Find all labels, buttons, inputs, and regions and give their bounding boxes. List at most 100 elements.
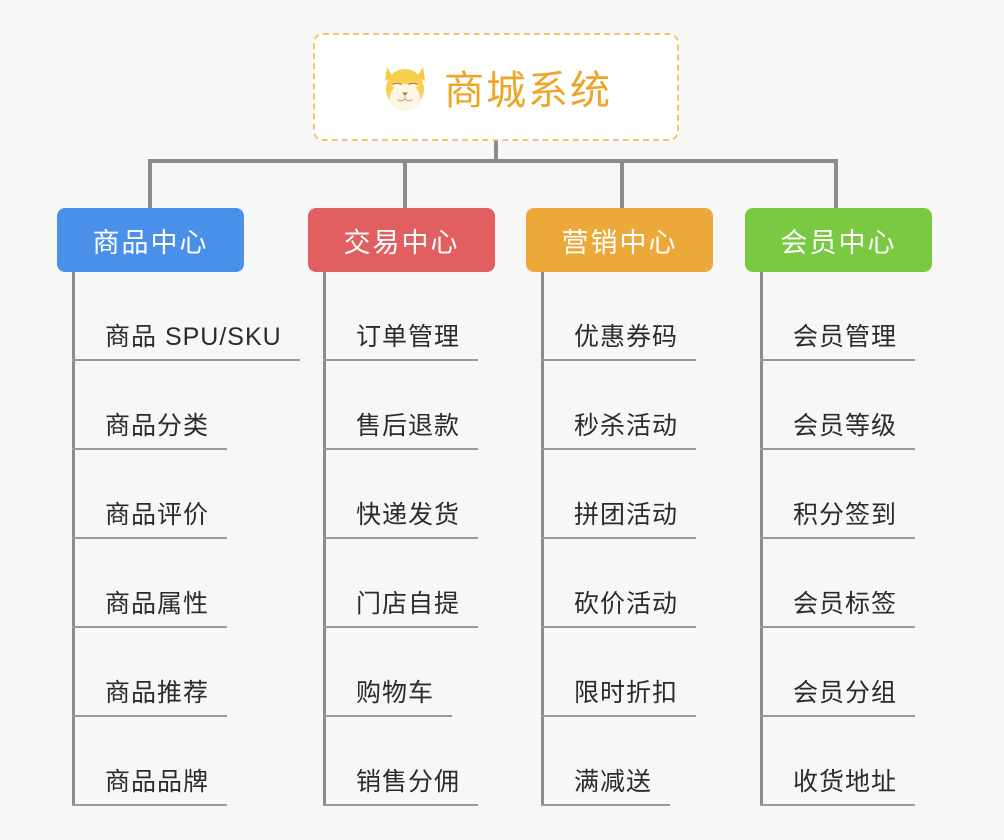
leaf-label: 收货地址 xyxy=(793,768,898,796)
leaf-underline xyxy=(541,804,671,806)
leaf-item[interactable]: 满减送 xyxy=(541,717,738,806)
leaf-inner: 优惠券码 xyxy=(541,317,697,361)
connector-drop-3 xyxy=(834,160,838,208)
leaf-list-1: 订单管理售后退款快递发货门店自提购物车销售分佣 xyxy=(323,272,526,806)
leaf-item[interactable]: 积分签到 xyxy=(760,450,957,539)
branch-column-商品中心: 商品中心 商品 SPU/SKU 商品分类商品评价商品属性商品推荐商品品牌 xyxy=(57,208,307,806)
leaf-item[interactable]: 收货地址 xyxy=(760,717,957,806)
leaf-inner: 快递发货 xyxy=(323,495,479,539)
leaf-underline xyxy=(323,537,479,539)
leaf-underline xyxy=(541,359,697,361)
leaf-inner: 商品评价 xyxy=(72,495,228,539)
leaf-item[interactable]: 商品分类 xyxy=(72,361,307,450)
connector-trunk-vertical xyxy=(494,141,498,162)
leaf-label: 售后退款 xyxy=(356,412,461,440)
branch-column-营销中心: 营销中心 优惠券码秒杀活动拼团活动砍价活动限时折扣满减送 xyxy=(526,208,738,806)
leaf-underline xyxy=(760,537,916,539)
leaf-label: 销售分佣 xyxy=(356,768,461,796)
leaf-item[interactable]: 售后退款 xyxy=(323,361,526,450)
leaf-inner: 商品属性 xyxy=(72,584,228,628)
leaf-item[interactable]: 商品推荐 xyxy=(72,628,307,717)
connector-drop-0 xyxy=(148,160,152,208)
leaf-item[interactable]: 限时折扣 xyxy=(541,628,738,717)
leaf-item[interactable]: 购物车 xyxy=(323,628,526,717)
leaf-item[interactable]: 会员等级 xyxy=(760,361,957,450)
leaf-label: 商品推荐 xyxy=(105,679,210,707)
leaf-item[interactable]: 会员标签 xyxy=(760,539,957,628)
leaf-underline xyxy=(541,537,697,539)
leaf-inner: 商品推荐 xyxy=(72,673,228,717)
leaf-label: 商品分类 xyxy=(105,412,210,440)
leaf-inner: 会员标签 xyxy=(760,584,916,628)
leaf-label: 会员等级 xyxy=(793,412,898,440)
leaf-underline xyxy=(760,626,916,628)
leaf-item[interactable]: 优惠券码 xyxy=(541,272,738,361)
leaf-item[interactable]: 订单管理 xyxy=(323,272,526,361)
connector-drop-1 xyxy=(403,160,407,208)
leaf-spine-3 xyxy=(760,272,763,806)
leaf-spine-0 xyxy=(72,272,75,806)
shiba-dog-face-icon xyxy=(380,61,430,113)
leaf-label: 商品属性 xyxy=(105,590,210,618)
branch-header-3[interactable]: 会员中心 xyxy=(745,208,932,272)
leaf-underline xyxy=(72,804,228,806)
leaf-inner: 商品 SPU/SKU xyxy=(72,317,300,361)
leaf-item[interactable]: 商品属性 xyxy=(72,539,307,628)
leaf-label: 秒杀活动 xyxy=(574,412,679,440)
leaf-label: 限时折扣 xyxy=(574,679,679,707)
leaf-item[interactable]: 砍价活动 xyxy=(541,539,738,628)
leaf-item[interactable]: 门店自提 xyxy=(323,539,526,628)
leaf-underline xyxy=(541,448,697,450)
leaf-label: 订单管理 xyxy=(356,323,461,351)
leaf-item[interactable]: 销售分佣 xyxy=(323,717,526,806)
leaf-item[interactable]: 商品品牌 xyxy=(72,717,307,806)
leaf-label: 优惠券码 xyxy=(574,323,679,351)
leaf-underline xyxy=(72,626,228,628)
leaf-inner: 商品品牌 xyxy=(72,762,228,806)
leaf-label: 会员管理 xyxy=(793,323,898,351)
leaf-inner: 会员等级 xyxy=(760,406,916,450)
leaf-inner: 售后退款 xyxy=(323,406,479,450)
leaf-label: 会员标签 xyxy=(793,590,898,618)
leaf-underline xyxy=(760,359,916,361)
leaf-list-3: 会员管理会员等级积分签到会员标签会员分组收货地址 xyxy=(760,272,957,806)
branch-header-0[interactable]: 商品中心 xyxy=(57,208,244,272)
leaf-spine-1 xyxy=(323,272,326,806)
leaf-inner: 满减送 xyxy=(541,762,671,806)
leaf-inner: 门店自提 xyxy=(323,584,479,628)
leaf-inner: 商品分类 xyxy=(72,406,228,450)
leaf-inner: 秒杀活动 xyxy=(541,406,697,450)
leaf-item[interactable]: 拼团活动 xyxy=(541,450,738,539)
leaf-inner: 会员管理 xyxy=(760,317,916,361)
leaf-item[interactable]: 会员分组 xyxy=(760,628,957,717)
leaf-underline xyxy=(541,715,697,717)
connector-trunk-horizontal xyxy=(148,159,838,163)
leaf-inner: 收货地址 xyxy=(760,762,916,806)
leaf-underline xyxy=(760,715,916,717)
leaf-label: 快递发货 xyxy=(356,501,461,529)
leaf-inner: 订单管理 xyxy=(323,317,479,361)
branch-header-1[interactable]: 交易中心 xyxy=(308,208,495,272)
leaf-label: 满减送 xyxy=(574,768,653,796)
leaf-underline xyxy=(323,448,479,450)
leaf-underline xyxy=(323,359,479,361)
leaf-label: 门店自提 xyxy=(356,590,461,618)
leaf-inner: 限时折扣 xyxy=(541,673,697,717)
branch-header-2[interactable]: 营销中心 xyxy=(526,208,713,272)
leaf-item[interactable]: 秒杀活动 xyxy=(541,361,738,450)
leaf-inner: 砍价活动 xyxy=(541,584,697,628)
root-node[interactable]: 商城系统 xyxy=(313,33,679,141)
leaf-item[interactable]: 商品 SPU/SKU xyxy=(72,272,307,361)
leaf-inner: 销售分佣 xyxy=(323,762,479,806)
leaf-item[interactable]: 快递发货 xyxy=(323,450,526,539)
leaf-underline xyxy=(323,804,479,806)
leaf-spine-2 xyxy=(541,272,544,806)
leaf-label: 砍价活动 xyxy=(574,590,679,618)
leaf-label: 商品 SPU/SKU xyxy=(105,323,282,351)
leaf-item[interactable]: 商品评价 xyxy=(72,450,307,539)
leaf-underline xyxy=(72,715,228,717)
leaf-item[interactable]: 会员管理 xyxy=(760,272,957,361)
leaf-underline xyxy=(72,359,300,361)
leaf-inner: 积分签到 xyxy=(760,495,916,539)
